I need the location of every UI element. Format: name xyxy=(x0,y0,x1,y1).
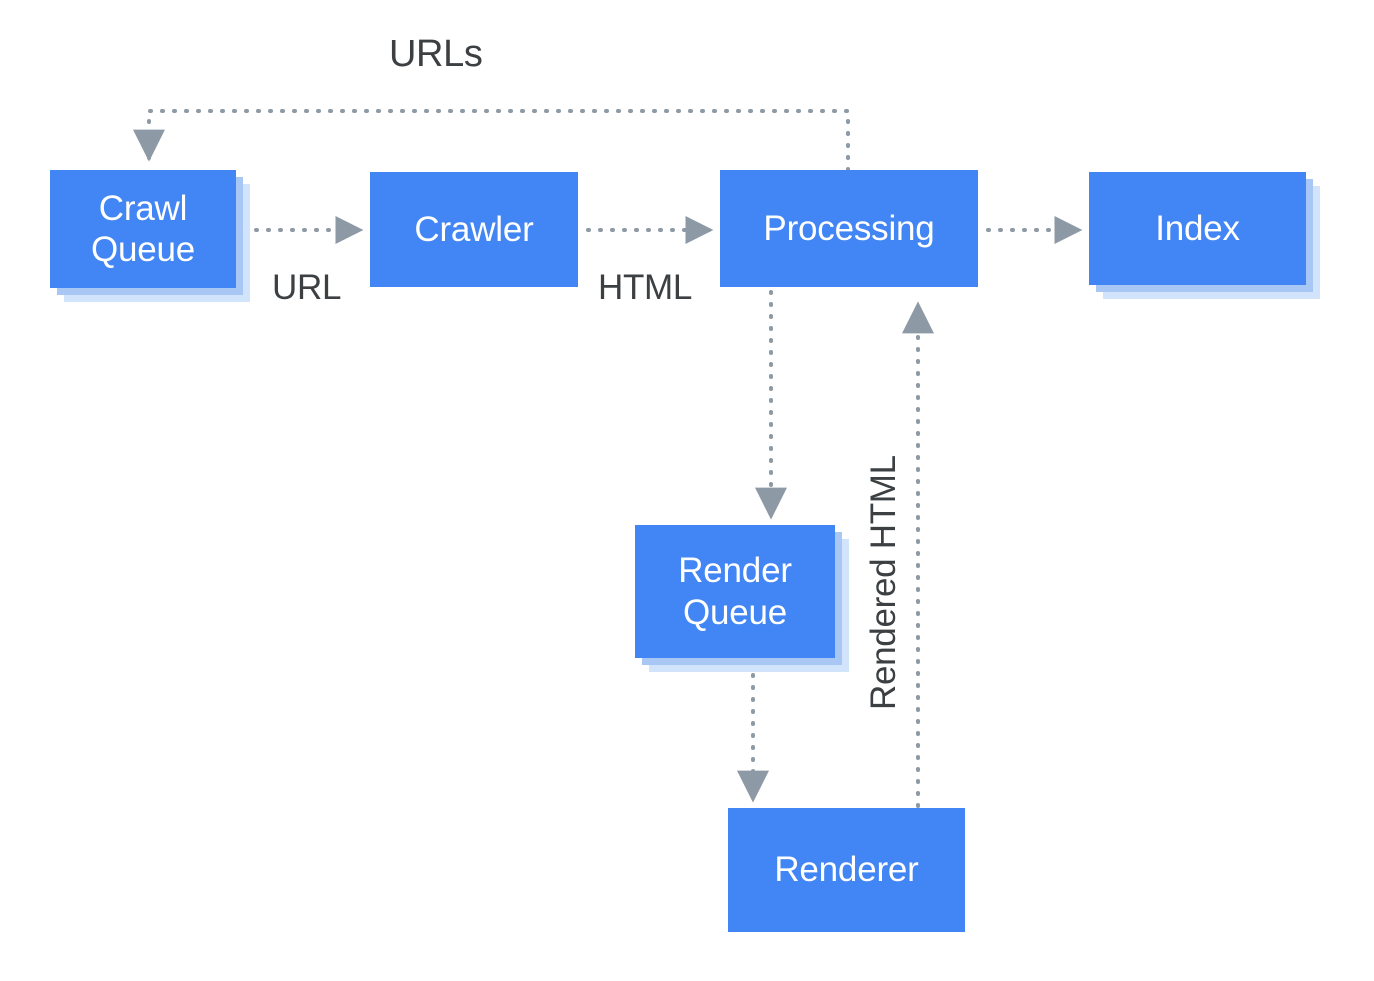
node-processing-label: Processing xyxy=(763,208,935,248)
node-render-queue[interactable]: Render Queue xyxy=(635,525,835,658)
edge-label-url: URL xyxy=(272,268,342,307)
edge-processing-to-crawl-queue xyxy=(133,109,850,172)
edge-label-urls: URLs xyxy=(389,33,483,75)
edge-label-rendered-html: Rendered HTML xyxy=(864,455,903,710)
node-renderer-label: Renderer xyxy=(774,850,919,890)
node-render-queue-label: Render Queue xyxy=(678,551,792,632)
node-index[interactable]: Index xyxy=(1089,172,1306,285)
node-crawl-queue-label: Crawl Queue xyxy=(90,188,196,269)
node-crawler-label: Crawler xyxy=(414,209,534,249)
node-crawler[interactable]: Crawler xyxy=(370,172,578,287)
node-index-label: Index xyxy=(1155,208,1240,248)
node-renderer[interactable]: Renderer xyxy=(728,808,965,932)
edge-label-html: HTML xyxy=(598,268,693,307)
node-crawl-queue[interactable]: Crawl Queue xyxy=(50,170,236,288)
node-processing[interactable]: Processing xyxy=(720,170,978,287)
